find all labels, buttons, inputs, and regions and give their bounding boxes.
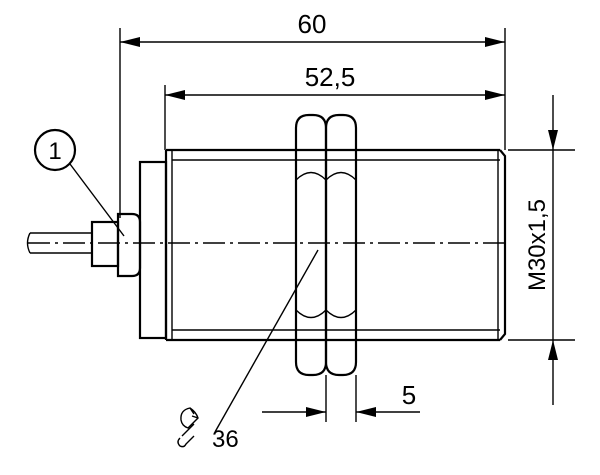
- wrench-icon: [177, 407, 199, 448]
- dimension-thread-size: M30x1,5: [508, 95, 575, 405]
- arrowhead-left: [165, 90, 185, 100]
- strain-relief: [116, 212, 142, 278]
- cable-end: [26, 232, 31, 254]
- dimension-overall-length: 60: [119, 9, 506, 218]
- body-right-edge: [499, 149, 507, 341]
- callout-circle: [33, 128, 77, 172]
- sensor-body: [26, 148, 507, 342]
- wrench-size-callout: 36: [177, 249, 319, 453]
- item-callout: 1: [33, 128, 125, 237]
- dimension-nut-thickness: 5: [262, 375, 420, 422]
- arrowhead-right: [356, 407, 376, 417]
- dimension-thread-length: 52,5: [164, 62, 505, 150]
- hex-nut-right: [324, 113, 358, 377]
- arrowhead-left: [120, 37, 140, 47]
- arrowhead-right: [485, 90, 505, 100]
- connector-block: [90, 220, 120, 268]
- callout-number: 1: [48, 138, 61, 165]
- dim-label-60: 60: [298, 9, 327, 39]
- hex-nut-left: [294, 113, 328, 377]
- dim-label-thread-size: M30x1,5: [524, 199, 551, 291]
- arrowhead-right: [485, 37, 505, 47]
- arrowhead-bottom: [548, 340, 558, 360]
- dim-label-52-5: 52,5: [305, 62, 356, 92]
- leader-line-wrench: [214, 249, 319, 433]
- dim-label-5: 5: [402, 380, 416, 410]
- leader-line-callout: [69, 163, 125, 237]
- arrowhead-top: [548, 130, 558, 150]
- end-cap-flange: [138, 160, 168, 340]
- arrowhead-left: [306, 407, 326, 417]
- wrench-size-label: 36: [212, 426, 239, 453]
